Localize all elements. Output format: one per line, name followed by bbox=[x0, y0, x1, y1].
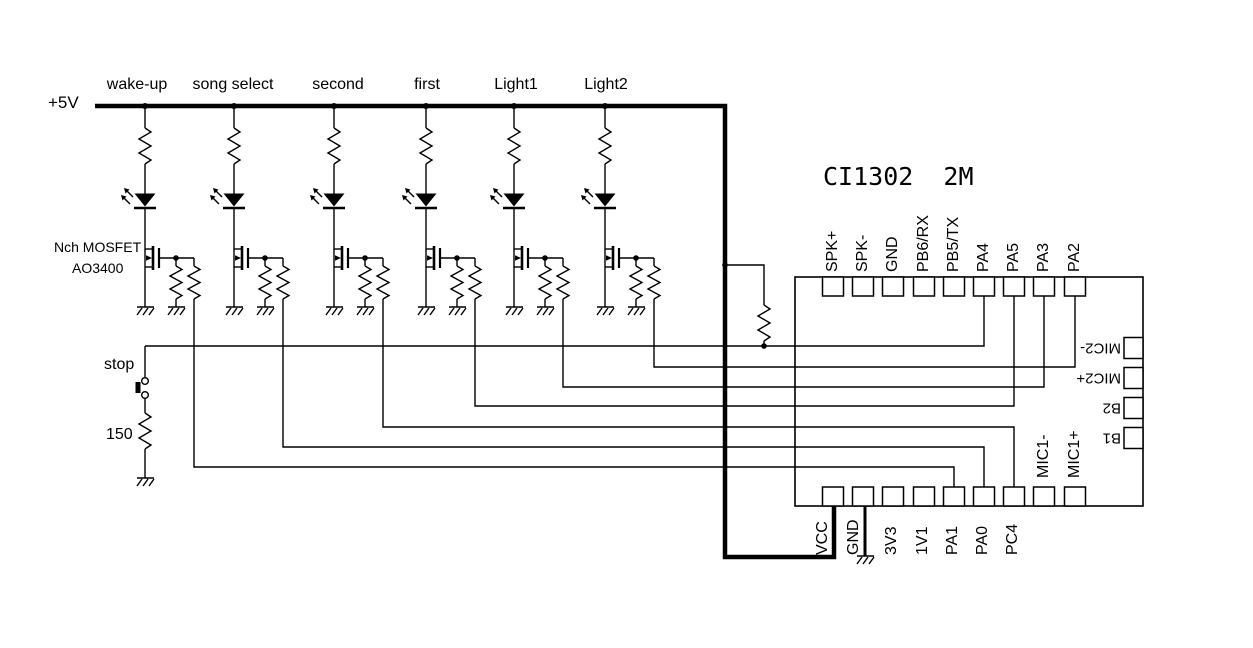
pin-pa4 bbox=[972, 276, 996, 297]
pin-label-pb5-tx: PB5/TX bbox=[945, 216, 962, 272]
channel-label-first: first bbox=[414, 76, 440, 93]
pin-b2 bbox=[1123, 396, 1144, 420]
chip-pin-boxes bbox=[821, 276, 1144, 507]
channel-first bbox=[402, 103, 481, 315]
pin-gnd-top bbox=[881, 276, 905, 297]
pushbutton-contact-top bbox=[140, 377, 149, 386]
wire-light2-to-pa2 bbox=[653, 296, 1076, 368]
pin-label-pc4: PC4 bbox=[1004, 523, 1021, 555]
pin-label-pa2: PA2 bbox=[1066, 242, 1083, 272]
wire-first-to-pa5 bbox=[474, 296, 1015, 407]
pin-pa0 bbox=[972, 486, 996, 507]
pin-1v1 bbox=[912, 486, 936, 507]
pin-gnd-bottom bbox=[851, 486, 875, 507]
wire-light1-to-pa3 bbox=[562, 296, 1045, 388]
signal-wires bbox=[145, 296, 1076, 487]
wire-songselect-to-pa0 bbox=[282, 299, 985, 487]
pin-spk-plus bbox=[821, 276, 845, 297]
pin-label-mic2-minus: MIC2- bbox=[1080, 339, 1121, 357]
pin-mic2-minus bbox=[1123, 336, 1144, 360]
pin-b1 bbox=[1123, 426, 1144, 450]
rail-voltage-label: +5V bbox=[48, 93, 79, 112]
channel-song-select bbox=[210, 103, 289, 315]
pin-label-3v3: 3V3 bbox=[883, 526, 900, 555]
pin-label-pa0: PA0 bbox=[974, 525, 991, 555]
pin-spk-minus bbox=[851, 276, 875, 297]
pin-label-pb6-rx: PB6/RX bbox=[915, 215, 932, 272]
pin-label-vcc: VCC bbox=[814, 521, 831, 555]
channel-second bbox=[310, 103, 389, 315]
pin-vcc bbox=[821, 486, 845, 507]
plus5v-rail-and-vcc-feed bbox=[95, 103, 837, 560]
pushbutton-actuator bbox=[135, 382, 141, 393]
pin-label-mic2-plus: MIC2+ bbox=[1076, 369, 1121, 387]
pin-label-gnd-top: GND bbox=[884, 236, 901, 272]
pin-pa1 bbox=[942, 486, 966, 507]
pin-label-b1: B1 bbox=[1102, 429, 1121, 447]
pin-label-pa1: PA1 bbox=[944, 525, 961, 555]
pin-label-1v1: 1V1 bbox=[914, 526, 931, 555]
channel-wake-up bbox=[121, 103, 200, 315]
stop-resistor-value: 150 bbox=[106, 426, 133, 443]
stop-resistor bbox=[137, 412, 153, 450]
chip-title: CI1302 2M bbox=[823, 162, 974, 191]
mosfet-note-line2: AO3400 bbox=[72, 260, 124, 276]
wire-second-to-pc4 bbox=[382, 299, 1015, 487]
pin-3v3 bbox=[881, 486, 905, 507]
wire-wakeup-to-pa1 bbox=[193, 299, 955, 487]
channel-label-light2: Light2 bbox=[584, 76, 628, 93]
channel-label-second: second bbox=[312, 76, 364, 93]
pin-label-spk-plus: SPK+ bbox=[824, 230, 841, 272]
channel-light1 bbox=[490, 103, 569, 315]
channel-light2 bbox=[581, 103, 660, 315]
wire-stop-to-pa4 bbox=[145, 296, 985, 347]
pin-label-spk-minus: SPK- bbox=[854, 234, 871, 272]
pin-pa3 bbox=[1032, 276, 1056, 297]
mosfet-note-line1: Nch MOSFET bbox=[54, 239, 142, 255]
pin-label-pa5: PA5 bbox=[1005, 242, 1022, 272]
pin-label-pa3: PA3 bbox=[1035, 242, 1052, 272]
stop-button-branch bbox=[135, 346, 155, 487]
pin-mic1-minus bbox=[1032, 486, 1056, 507]
pin-pb5-tx bbox=[942, 276, 966, 297]
pin-label-b2: B2 bbox=[1102, 399, 1121, 417]
pin-pa2 bbox=[1063, 276, 1087, 297]
channel-label-song-select: song select bbox=[192, 76, 274, 93]
stop-button-label: stop bbox=[104, 356, 135, 373]
pin-pc4 bbox=[1002, 486, 1026, 507]
pin-label-mic1-plus: MIC1+ bbox=[1066, 430, 1083, 478]
pin-label-mic1-minus: MIC1- bbox=[1035, 434, 1052, 478]
pin-pb6-rx bbox=[912, 276, 936, 297]
pin-label-pa4: PA4 bbox=[975, 242, 992, 272]
stop-pullup-resistor bbox=[722, 262, 772, 349]
pin-mic1-plus bbox=[1063, 486, 1087, 507]
pin-label-gnd-bottom: GND bbox=[845, 519, 862, 555]
pushbutton-contact-bottom bbox=[140, 391, 149, 400]
power-rails bbox=[95, 103, 875, 565]
channel-label-light1: Light1 bbox=[494, 76, 538, 93]
pin-pa5 bbox=[1002, 276, 1026, 297]
pin-mic2-plus bbox=[1123, 366, 1144, 390]
channel-label-wake-up: wake-up bbox=[106, 76, 168, 93]
chip-body bbox=[794, 276, 1144, 507]
